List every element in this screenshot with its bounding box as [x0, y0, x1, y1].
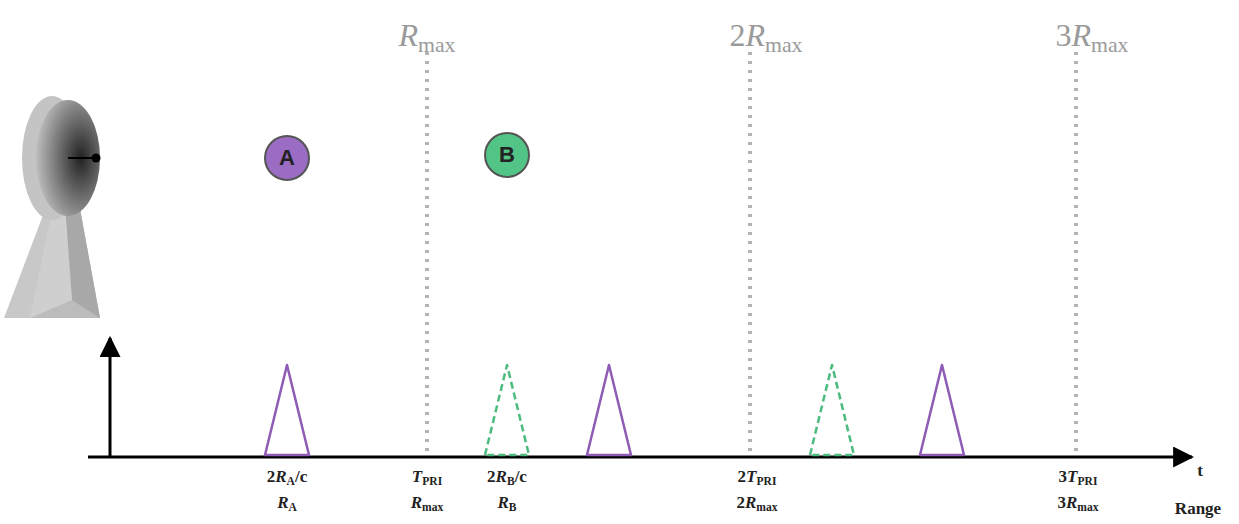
illustration-part	[748, 52, 752, 455]
illustration-part	[265, 365, 309, 455]
range-tick: RB	[497, 494, 516, 513]
illustration-part	[587, 365, 631, 455]
range-marker: 3Rmax	[1056, 19, 1129, 56]
illustration-part	[485, 365, 529, 455]
illustration-part	[920, 365, 964, 455]
target-letter: B	[499, 144, 515, 166]
time-tick: 2TPRI	[738, 468, 777, 487]
illustration-part	[109, 338, 112, 457]
target-circle: B	[484, 132, 530, 178]
illustration-part	[92, 154, 101, 163]
range-tick: 2Rmax	[736, 494, 777, 513]
time-axis	[88, 338, 1192, 457]
illustration-part	[88, 456, 1192, 459]
range-tick: RA	[277, 494, 297, 513]
time-tick: 2RB/c	[487, 468, 527, 487]
axis-name: Range	[1175, 500, 1221, 517]
range-marker: 2Rmax	[730, 19, 803, 56]
radar-antenna	[4, 96, 101, 318]
range-gridlines	[427, 52, 1076, 455]
range-tick: 3Rmax	[1057, 494, 1098, 513]
range-tick: Rmax	[411, 494, 444, 513]
range-marker: Rmax	[399, 19, 456, 56]
axis-name: t	[1197, 462, 1203, 479]
time-tick: 3TPRI	[1059, 468, 1098, 487]
illustration-part	[810, 365, 854, 455]
illustration-part	[1074, 52, 1078, 455]
target-circle: A	[264, 135, 310, 181]
time-tick: TPRI	[412, 468, 442, 487]
illustration-part	[36, 100, 100, 216]
time-tick: 2RA/c	[267, 468, 307, 487]
echo-pulses-a	[265, 365, 964, 455]
target-letter: A	[279, 147, 295, 169]
illustration-part	[425, 52, 429, 455]
echo-pulses-b	[485, 365, 854, 455]
